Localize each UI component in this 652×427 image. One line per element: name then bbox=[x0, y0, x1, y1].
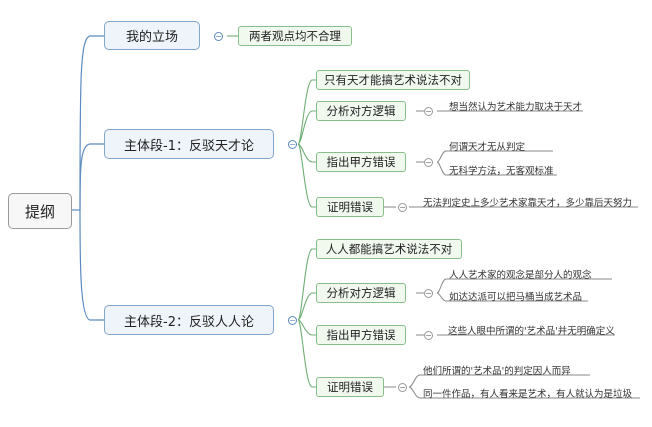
body2-analysis-node[interactable]: 分析对方逻辑 bbox=[316, 283, 406, 303]
body1-proof-node[interactable]: 证明错误 bbox=[316, 197, 384, 217]
body2-errors-collapse-icon[interactable]: − bbox=[424, 330, 433, 340]
body2-label: 主体段-2：反驳人人论 bbox=[124, 314, 254, 330]
root-node[interactable]: 提纲 bbox=[8, 193, 72, 229]
body2-analysis-label: 分析对方逻辑 bbox=[326, 286, 396, 300]
stance-child-node[interactable]: 两者观点均不合理 bbox=[238, 26, 352, 46]
body2-proof-node[interactable]: 证明错误 bbox=[316, 377, 384, 397]
body2-analysis-item: 如达达派可以把马桶当成艺术品 bbox=[449, 292, 583, 303]
body1-errors-item: 无科学方法，无客观标准 bbox=[449, 166, 554, 177]
body2-analysis-collapse-icon[interactable]: − bbox=[424, 288, 433, 298]
body2-errors-label: 指出甲方错误 bbox=[326, 328, 396, 342]
stance-node[interactable]: 我的立场 bbox=[104, 21, 200, 50]
stance-child-label: 两者观点均不合理 bbox=[249, 29, 341, 43]
body2-errors-item: 这些人眼中所谓的'艺术品'并无明确定义 bbox=[448, 326, 615, 337]
body1-errors-item: 何谓天才无从判定 bbox=[449, 142, 526, 153]
body1-intro-node[interactable]: 只有天才能搞艺术说法不对 bbox=[316, 70, 470, 90]
body1-analysis-collapse-icon[interactable]: − bbox=[424, 106, 433, 116]
stance-label: 我的立场 bbox=[125, 30, 178, 45]
body2-intro-node[interactable]: 人人都能搞艺术说法不对 bbox=[316, 239, 462, 259]
body1-intro-label: 只有天才能搞艺术说法不对 bbox=[324, 73, 462, 87]
body1-analysis-label: 分析对方逻辑 bbox=[326, 104, 396, 118]
body1-analysis-item: 想当然认为艺术能力取决于天才 bbox=[449, 102, 583, 113]
body1-proof-collapse-icon[interactable]: − bbox=[398, 202, 407, 212]
body2-analysis-item: 人人艺术家的观念是部分人的观念 bbox=[449, 270, 592, 281]
body1-label: 主体段-1：反驳天才论 bbox=[124, 138, 254, 154]
body1-errors-collapse-icon[interactable]: − bbox=[424, 157, 433, 167]
body1-analysis-node[interactable]: 分析对方逻辑 bbox=[316, 101, 406, 121]
body2-errors-node[interactable]: 指出甲方错误 bbox=[316, 325, 406, 345]
body1-errors-label: 指出甲方错误 bbox=[326, 155, 396, 169]
body2-proof-collapse-icon[interactable]: − bbox=[398, 382, 407, 392]
body1-proof-label: 证明错误 bbox=[327, 200, 373, 214]
body2-intro-label: 人人都能搞艺术说法不对 bbox=[325, 242, 453, 256]
body1-node[interactable]: 主体段-1：反驳天才论 bbox=[104, 129, 274, 159]
body2-collapse-icon[interactable]: − bbox=[288, 315, 297, 325]
body2-proof-item: 他们所谓的'艺术品'的判定因人而异 bbox=[423, 366, 571, 377]
stance-collapse-icon[interactable]: − bbox=[214, 31, 223, 41]
root-label: 提纲 bbox=[24, 202, 55, 221]
body1-collapse-icon[interactable]: − bbox=[288, 139, 297, 149]
body2-proof-item: 同一件作品，有人看来是艺术，有人就认为是垃圾 bbox=[423, 389, 633, 400]
body1-proof-item: 无法判定史上多少艺术家靠天才，多少靠后天努力 bbox=[423, 198, 633, 209]
body1-errors-node[interactable]: 指出甲方错误 bbox=[316, 152, 406, 172]
body2-node[interactable]: 主体段-2：反驳人人论 bbox=[104, 305, 274, 335]
body2-proof-label: 证明错误 bbox=[327, 380, 373, 394]
